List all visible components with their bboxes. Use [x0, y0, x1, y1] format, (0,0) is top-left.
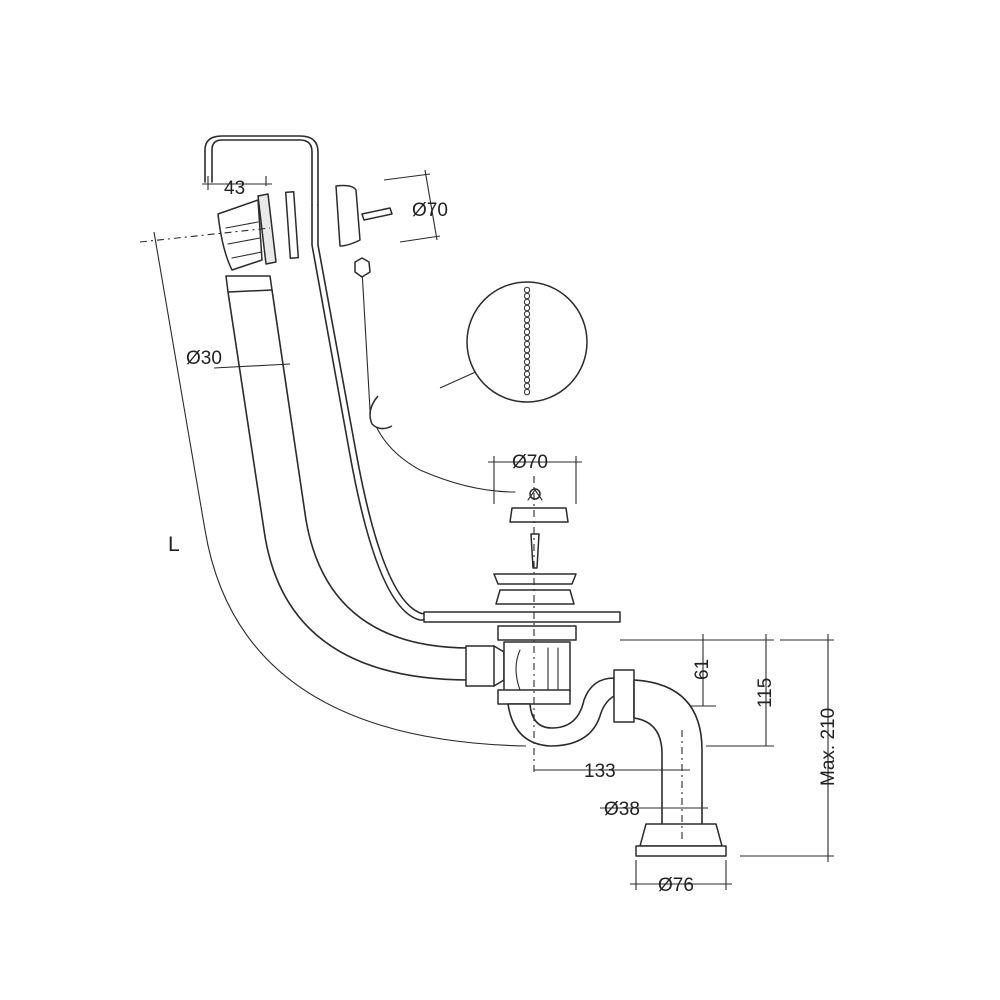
outlet-base-cone	[639, 823, 723, 847]
cable-sheath-right	[317, 204, 501, 615]
trap	[507, 669, 727, 857]
chain-bulge	[369, 395, 393, 430]
waste-body	[423, 488, 621, 705]
dimension-lines	[153, 169, 834, 890]
chain-detail	[466, 281, 588, 403]
cable-assembly	[204, 135, 516, 621]
dim-length: L	[168, 533, 180, 556]
dim-overflow-cover-diameter: Ø70	[412, 200, 448, 221]
overflow-flange	[257, 193, 277, 265]
dim-overflow-offset: 43	[224, 178, 245, 199]
dim-max-height: Max. 210	[818, 708, 839, 786]
dim-plug-diameter: Ø70	[512, 452, 548, 473]
bath-floor-plate	[423, 611, 621, 623]
overflow-cover-plate	[335, 184, 361, 247]
dim-trap-offset: 133	[584, 761, 616, 782]
cable-sheath-left	[311, 204, 501, 621]
outlet-base-ring	[635, 845, 727, 857]
overflow-head	[217, 184, 393, 293]
overflow-elbow	[217, 199, 263, 271]
overflow-collar	[225, 275, 273, 293]
dimension-labels: 43 Ø70 Ø30 L Ø70 61 115 Max. 210 133 Ø38…	[168, 178, 839, 896]
pipe-connector	[465, 645, 495, 687]
plug-pin	[530, 533, 540, 569]
plug-stopper	[509, 507, 569, 523]
dim-height-61: 61	[692, 659, 713, 680]
grate-top	[493, 573, 577, 585]
chain-links	[523, 286, 531, 396]
main-pipe	[227, 289, 505, 687]
chain-detail-circle	[466, 281, 588, 403]
trap-union-nut	[613, 669, 635, 723]
chain-hex-nut	[354, 257, 371, 278]
dim-base-diameter: Ø76	[658, 875, 694, 896]
waste-upper-body	[497, 625, 577, 641]
dim-height-115: 115	[755, 678, 776, 708]
chain-link	[523, 388, 531, 396]
grate-collar	[495, 589, 575, 605]
cable-outer-line	[204, 135, 319, 206]
overflow-screw	[361, 207, 393, 221]
plug-ring	[529, 488, 541, 500]
dim-pipe-diameter: Ø30	[186, 348, 222, 369]
dim-outlet-diameter: Ø38	[604, 799, 640, 820]
overflow-gasket	[284, 191, 300, 259]
center-lines	[139, 227, 683, 840]
pipe-inner-wall	[271, 289, 471, 649]
pipe-outer-wall	[227, 291, 471, 681]
trap-outlet-bend	[633, 679, 703, 827]
